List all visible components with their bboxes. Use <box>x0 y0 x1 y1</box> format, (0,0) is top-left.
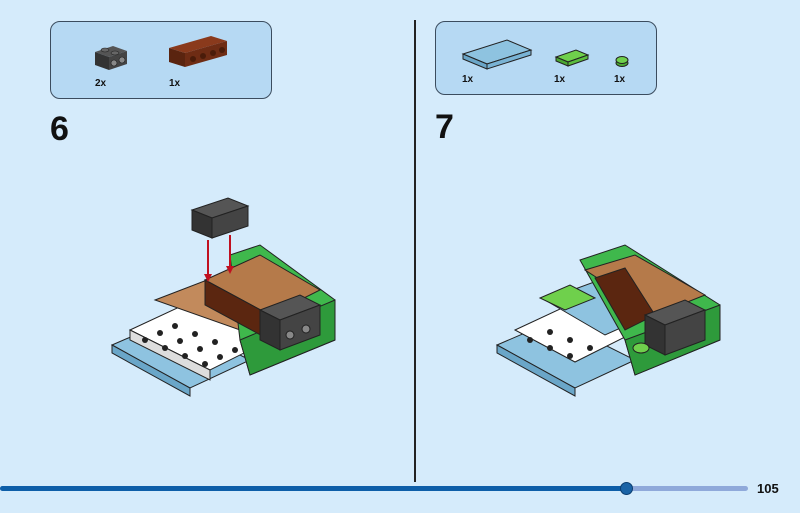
step-divider <box>414 20 416 482</box>
step-6-model-illustration <box>110 197 336 397</box>
bright-green-round-plate-image <box>615 56 629 67</box>
part-qty: 1x <box>614 74 626 85</box>
dark-gray-brick-image <box>95 46 127 70</box>
bright-green-plate-image <box>554 49 590 67</box>
light-blue-plate-image <box>461 39 533 70</box>
step-number: 6 <box>50 110 69 148</box>
parts-list-step-7: 1x 1x 1x <box>435 21 657 95</box>
page-progress-slider[interactable] <box>0 482 748 495</box>
progress-handle[interactable] <box>620 482 634 495</box>
part-qty: 1x <box>554 74 566 85</box>
progress-fill <box>0 486 627 491</box>
part-qty: 1x <box>462 74 474 85</box>
step-number: 7 <box>435 108 454 146</box>
page-number: 105 <box>757 481 779 496</box>
part-qty: 1x <box>169 78 181 89</box>
reddish-brown-brick-image <box>169 36 227 67</box>
part-qty: 2x <box>95 78 107 89</box>
parts-list-step-6: 2x 1x <box>50 21 272 99</box>
step-7-model-illustration <box>495 244 721 397</box>
